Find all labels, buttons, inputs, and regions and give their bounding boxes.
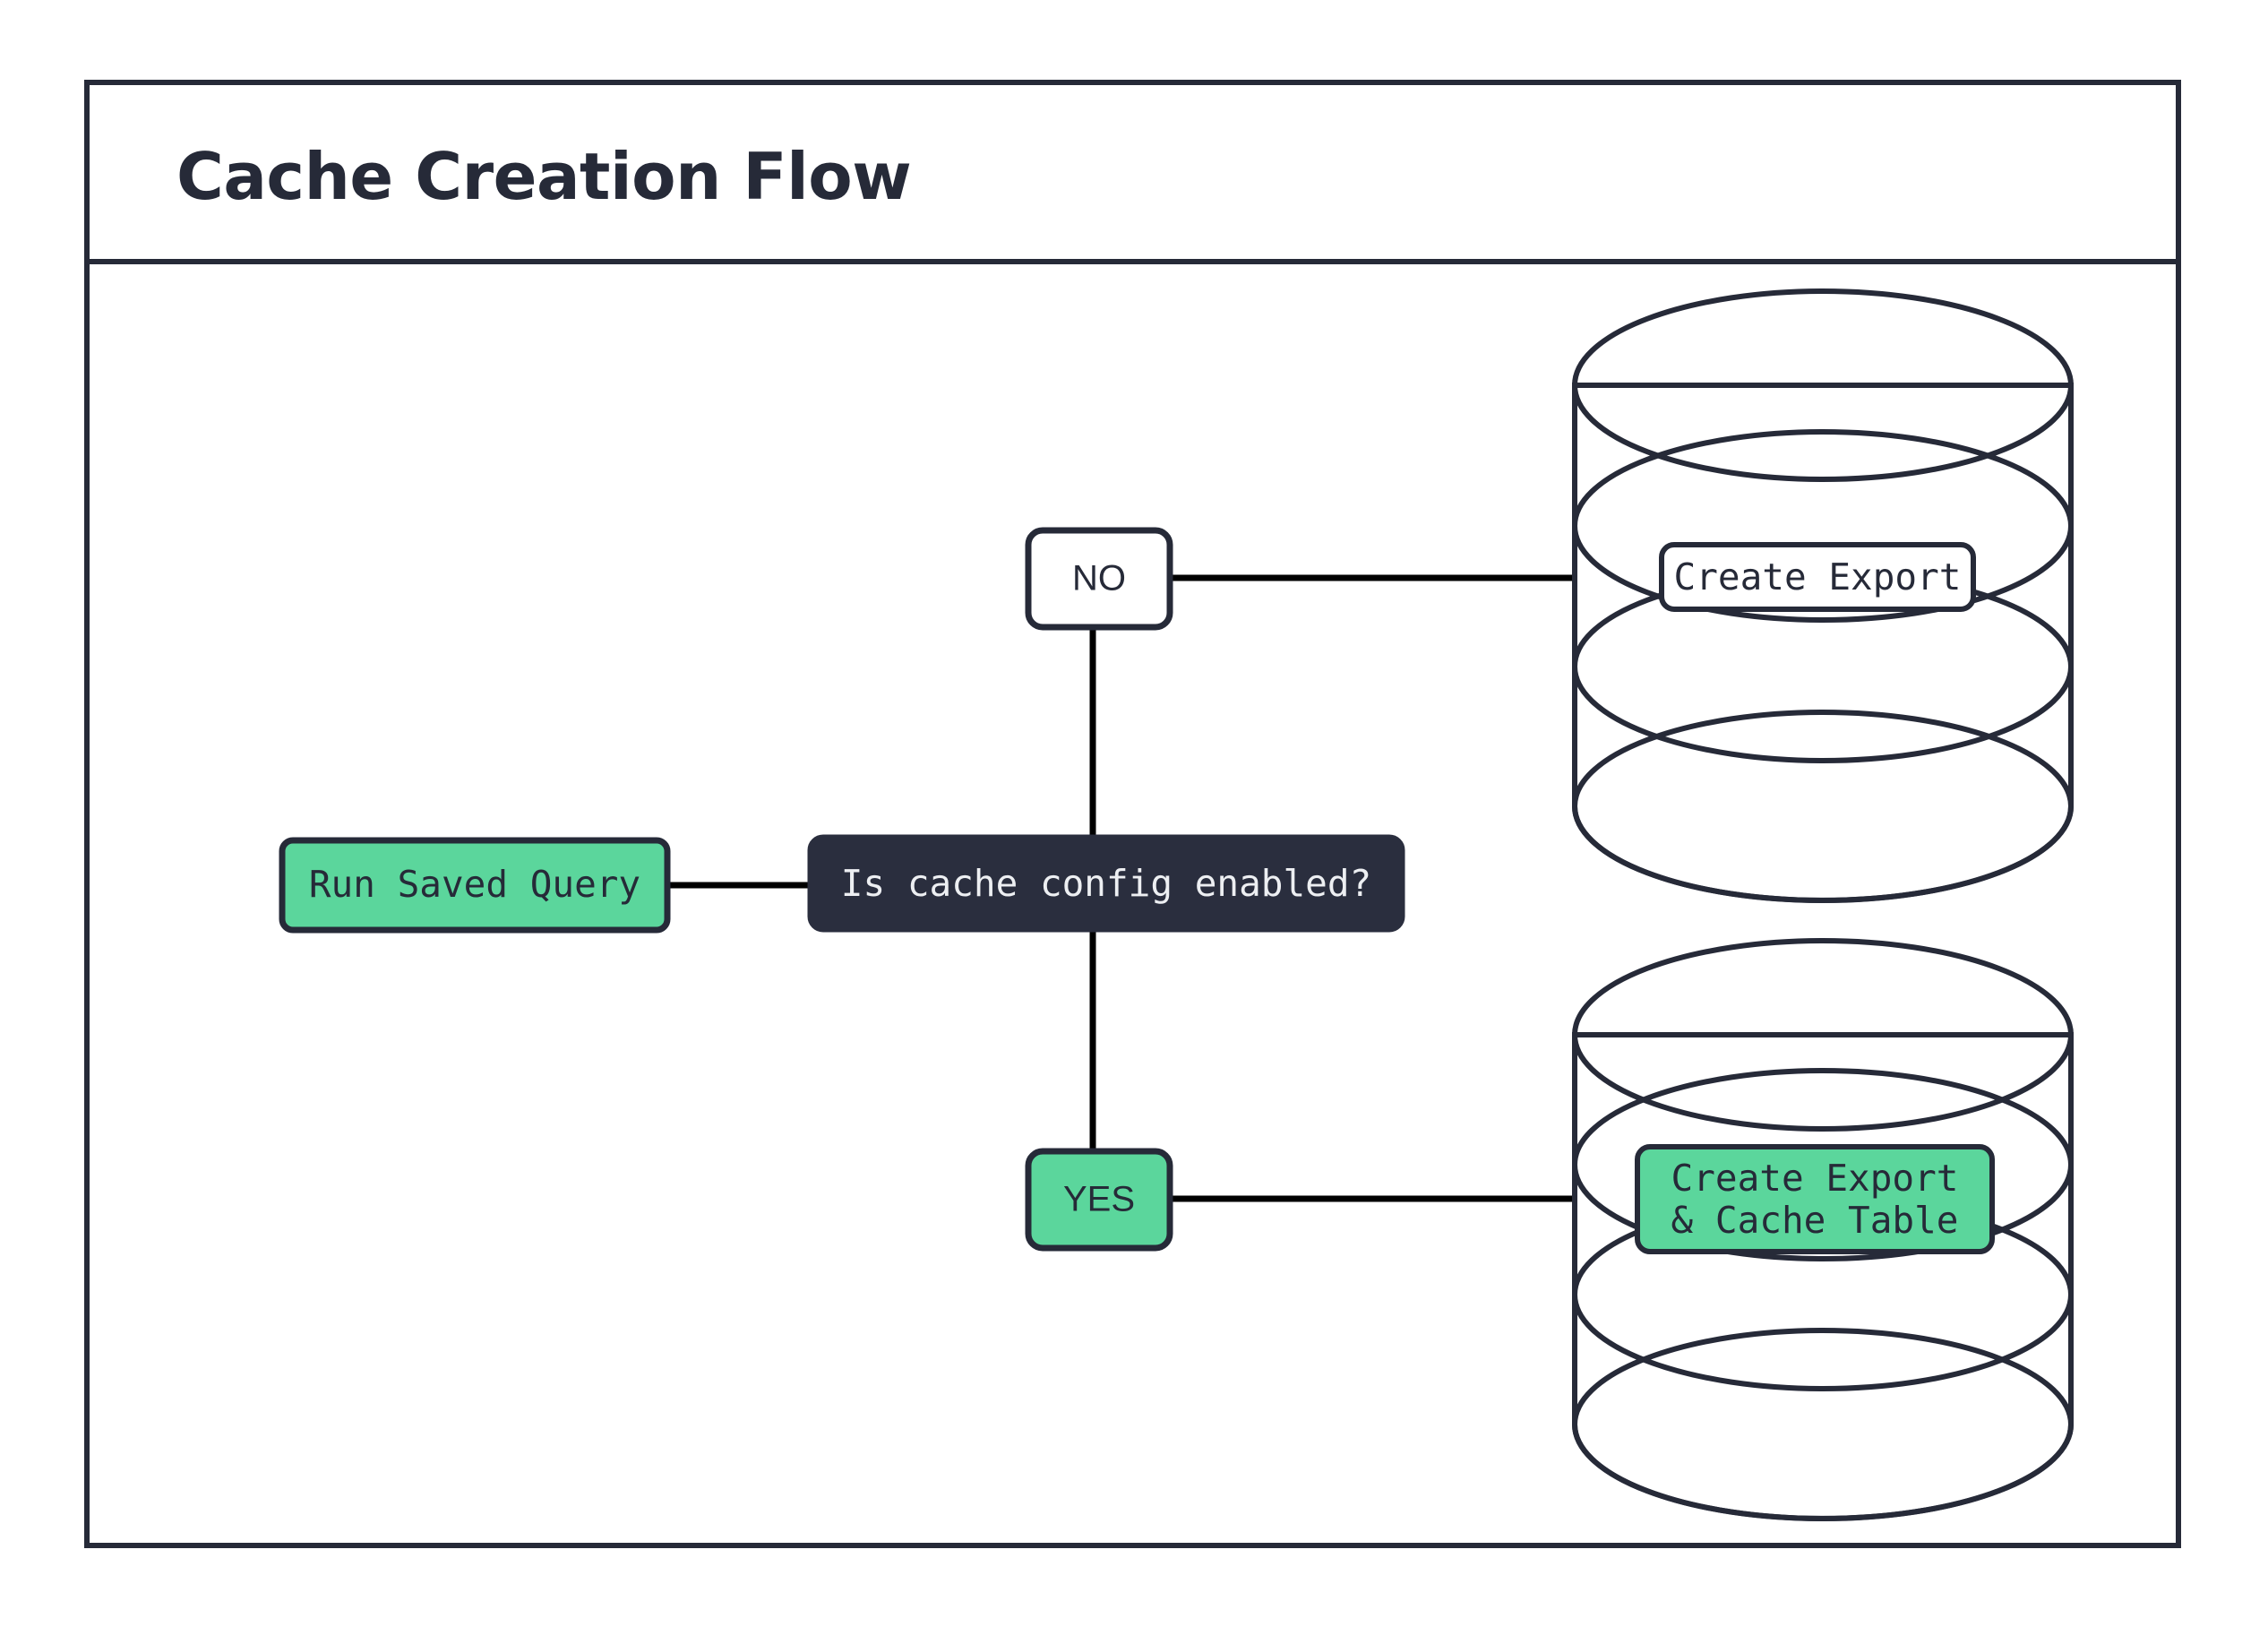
node-branch-yes[interactable]: YES	[1025, 1148, 1173, 1252]
db-bottom-disk-2	[1572, 1068, 2074, 1261]
db-bottom-label-line2: & Cache Table	[1671, 1199, 1959, 1242]
diagram-frame	[84, 80, 2181, 1548]
decision-box	[807, 834, 1405, 933]
db-top-disk-2	[1572, 429, 2074, 623]
db-bottom-label-line1: Create Export	[1671, 1157, 1959, 1200]
branch-yes-label: YES	[1063, 1180, 1135, 1219]
db-top-body	[1572, 383, 2074, 903]
node-run-saved-query[interactable]: Run Saved Query	[279, 837, 671, 934]
run-saved-query-label: Run Saved Query	[309, 863, 640, 906]
node-decision[interactable]: Is cache config enabled?	[807, 834, 1405, 933]
db-top-label-box	[1659, 542, 1976, 612]
run-saved-query-box	[279, 837, 671, 934]
database-bottom[interactable]: Create Export & Cache Table	[1572, 938, 2074, 1521]
branch-no-label: NO	[1072, 559, 1126, 598]
branch-no-box	[1025, 527, 1173, 631]
decision-label: Is cache config enabled?	[841, 862, 1371, 905]
branch-yes-box	[1025, 1148, 1173, 1252]
db-bottom-body	[1572, 1032, 2074, 1521]
db-bottom-disk-4	[1572, 1328, 2074, 1521]
page-title: Cache Creation Flow	[176, 139, 911, 214]
db-top-disk-4	[1572, 710, 2074, 903]
db-top-label: Create Export	[1674, 555, 1962, 598]
database-top[interactable]: Create Export	[1572, 288, 2074, 903]
db-bottom-disk-1	[1572, 938, 2074, 1132]
db-top-disk-1	[1572, 288, 2074, 482]
db-bottom-label-box	[1635, 1144, 1995, 1254]
node-branch-no[interactable]: NO	[1025, 527, 1173, 631]
